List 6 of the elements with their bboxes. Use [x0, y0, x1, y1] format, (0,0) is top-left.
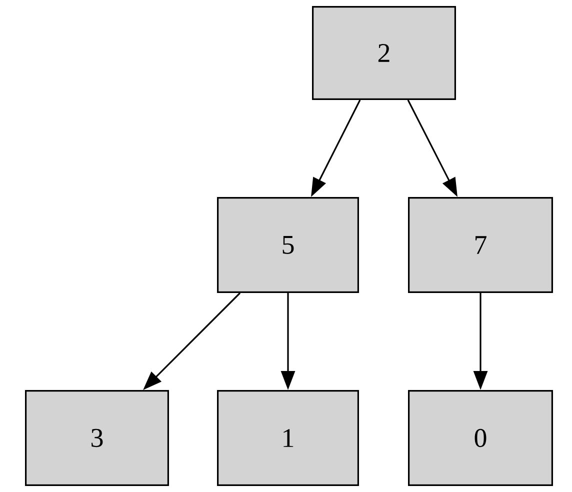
number-box: 3 [25, 390, 169, 486]
number-box: 7 [408, 197, 553, 293]
number-box: 0 [408, 390, 553, 486]
number-box: 2 [312, 6, 456, 100]
number-box: 5 [217, 197, 359, 293]
number-box: 1 [217, 390, 359, 486]
